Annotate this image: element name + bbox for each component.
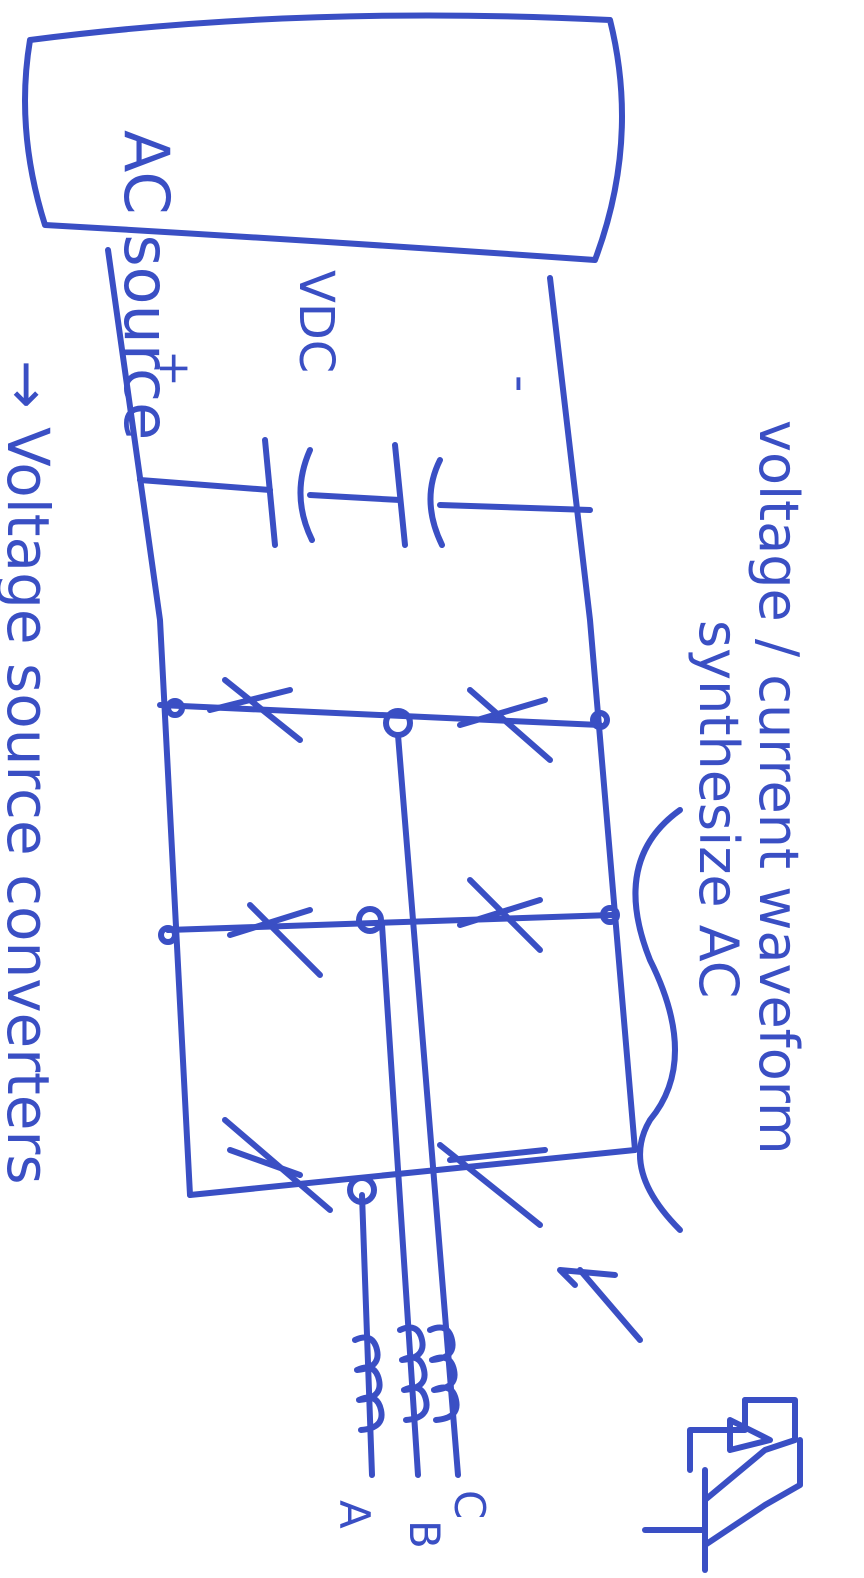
- source-box: [22, 12, 625, 263]
- phase-label-c: C: [445, 1490, 494, 1519]
- dc-capacitors: [137, 437, 593, 548]
- dc-voltage-label: VDC: [288, 270, 344, 373]
- phase-inductors: [352, 1324, 460, 1433]
- igbt-symbol: [642, 1397, 803, 1573]
- bridge-legs: [157, 702, 638, 1198]
- dc-rail-negative: [547, 275, 638, 1153]
- bottom-note-line2: voltage / current waveform: [747, 420, 810, 1155]
- switch-marks: [207, 677, 553, 1228]
- dc-rail-positive: [105, 247, 193, 1198]
- side-note: → Voltage source converters: [0, 360, 62, 1185]
- bridge-brace: [632, 807, 683, 1233]
- source-box-label: AC source: [110, 130, 183, 440]
- phase-label-a: A: [330, 1500, 379, 1529]
- phase-label-b: B: [400, 1520, 449, 1549]
- bottom-note-line1: synthesize AC: [687, 620, 750, 999]
- dc-plus-label: +: [149, 350, 200, 387]
- pointer-arrow: [557, 1267, 643, 1343]
- dc-minus-label: -: [493, 375, 549, 392]
